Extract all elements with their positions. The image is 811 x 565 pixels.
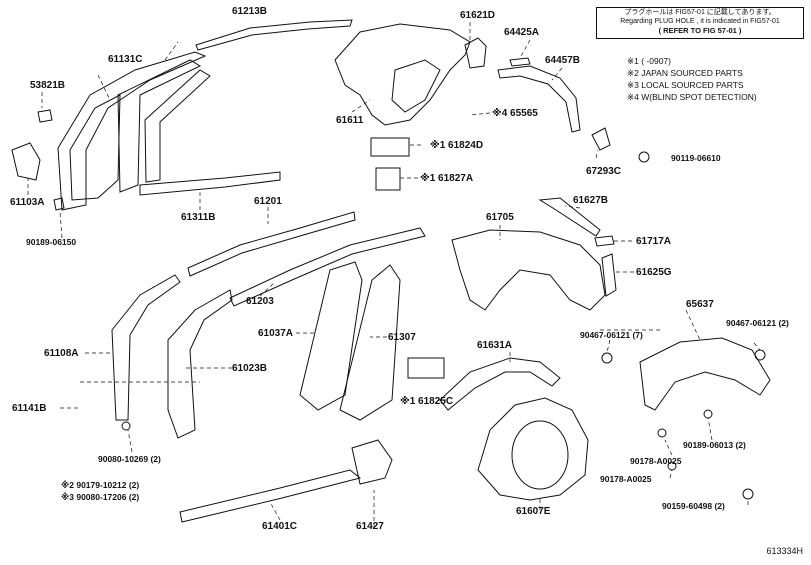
note-line-3: ( REFER TO FIG 57-01 ) xyxy=(658,26,742,35)
part-label[interactable]: 90178-A0025 xyxy=(600,474,652,484)
part-label[interactable]: 61203 xyxy=(246,296,274,307)
part-label[interactable]: 90119-06610 xyxy=(671,153,721,163)
bracket-67293c xyxy=(591,127,611,151)
bracket-61621d xyxy=(464,37,487,69)
part-label[interactable]: 61023B xyxy=(232,363,268,374)
part-label[interactable]: 90189-06150 xyxy=(26,237,77,247)
bracket-61427 xyxy=(351,439,393,485)
bracket-61627b xyxy=(538,197,601,237)
part-label[interactable]: ※1 61824D xyxy=(430,140,484,151)
legend-item-2: ※2 JAPAN SOURCED PARTS xyxy=(627,68,743,78)
note-line-1: プラグホールは FIG57-01 に記載してあります。 xyxy=(624,9,776,16)
b-pillar-61307 xyxy=(339,264,401,421)
fender-liner-65637 xyxy=(639,337,771,411)
part-label[interactable]: 64425A xyxy=(504,27,540,38)
quarter-panel-61611 xyxy=(334,23,471,126)
b-pillar-61037a xyxy=(299,261,363,411)
part-label[interactable]: 64457B xyxy=(545,55,581,66)
part-61717a xyxy=(594,235,615,247)
legend-item-3: ※3 LOCAL SOURCED PARTS xyxy=(627,80,744,90)
pad-61825c xyxy=(407,357,445,379)
rail-64457b xyxy=(497,65,581,133)
part-label[interactable]: 90467-06121 (2) xyxy=(726,318,789,328)
pad-61827a xyxy=(375,167,401,191)
figure-code: 613334H xyxy=(766,546,803,556)
bolt-90189-06150 xyxy=(53,197,65,211)
part-label[interactable]: 61625G xyxy=(636,267,672,278)
part-label[interactable]: 61131C xyxy=(108,54,143,65)
part-label[interactable]: 61607E xyxy=(516,506,551,517)
part-label[interactable]: 67293C xyxy=(586,166,622,177)
wheelhouse-61705 xyxy=(451,229,606,311)
part-label[interactable]: ※4 65565 xyxy=(492,108,538,119)
pillar-inner-61023b xyxy=(167,289,233,439)
part-label[interactable]: 61401C xyxy=(262,521,298,532)
part-label[interactable]: 61103A xyxy=(10,197,45,208)
part-label[interactable]: 61611 xyxy=(336,115,364,126)
part-label[interactable]: ※1 61825C xyxy=(400,396,454,407)
roof-inner-61201 xyxy=(187,211,356,277)
part-label[interactable]: 90189-06013 (2) xyxy=(683,440,746,450)
roof-rail-61213b xyxy=(195,19,353,51)
part-label[interactable]: 53821B xyxy=(30,80,66,91)
bracket-61103a xyxy=(11,142,41,181)
legend-item-4: ※4 W(BLIND SPOT DETECTION) xyxy=(627,92,757,102)
side-outer-61131c xyxy=(57,51,207,211)
part-label[interactable]: 61627B xyxy=(573,195,609,206)
part-label[interactable]: ※3 90080-17206 (2) xyxy=(61,492,140,502)
part-label[interactable]: 61311B xyxy=(181,212,216,223)
part-label[interactable]: 90178-A0025 xyxy=(630,456,682,466)
pillar-inner-61108a xyxy=(111,274,181,421)
note-line-2: Regarding PLUG HOLE , it is indicated in… xyxy=(620,18,780,25)
part-label[interactable]: 61427 xyxy=(356,521,384,532)
legend-item-1: ※1 ( -0907) xyxy=(627,56,671,66)
part-label[interactable]: ※2 90179-10212 (2) xyxy=(61,480,140,490)
part-label[interactable]: 61705 xyxy=(486,212,514,223)
part-label[interactable]: 65637 xyxy=(686,299,714,310)
part-label[interactable]: 61037A xyxy=(258,328,294,339)
part-label[interactable]: ※1 61827A xyxy=(420,173,474,184)
wheel-arch-61631a xyxy=(439,357,561,411)
part-label[interactable]: 90159-60498 (2) xyxy=(662,501,725,511)
part-label[interactable]: 61141B xyxy=(12,403,47,414)
part-label[interactable]: 61307 xyxy=(388,332,416,343)
part-label[interactable]: 90080-10269 (2) xyxy=(98,454,161,464)
cap-53821b xyxy=(37,109,53,123)
part-label[interactable]: 61201 xyxy=(254,196,282,207)
part-label[interactable]: 61717A xyxy=(636,236,672,247)
part-label[interactable]: 61213B xyxy=(232,6,268,17)
bolt-90119-06610 xyxy=(638,151,650,163)
bracket-61625g xyxy=(601,253,617,297)
pad-61824d xyxy=(370,137,410,157)
part-64425a xyxy=(509,57,531,67)
rocker-61401c xyxy=(179,469,362,523)
roof-inner-61203 xyxy=(229,227,426,307)
part-label[interactable]: 90467-06121 (7) xyxy=(580,330,643,340)
part-label[interactable]: 61631A xyxy=(477,340,513,351)
wheelhouse-inner-61607e xyxy=(477,397,589,501)
part-label[interactable]: 61621D xyxy=(460,10,496,21)
part-label[interactable]: 61108A xyxy=(44,348,79,359)
plug-hole-note: プラグホールは FIG57-01 に記載してあります。 Regarding PL… xyxy=(596,7,804,39)
rocker-61311b xyxy=(139,171,281,196)
